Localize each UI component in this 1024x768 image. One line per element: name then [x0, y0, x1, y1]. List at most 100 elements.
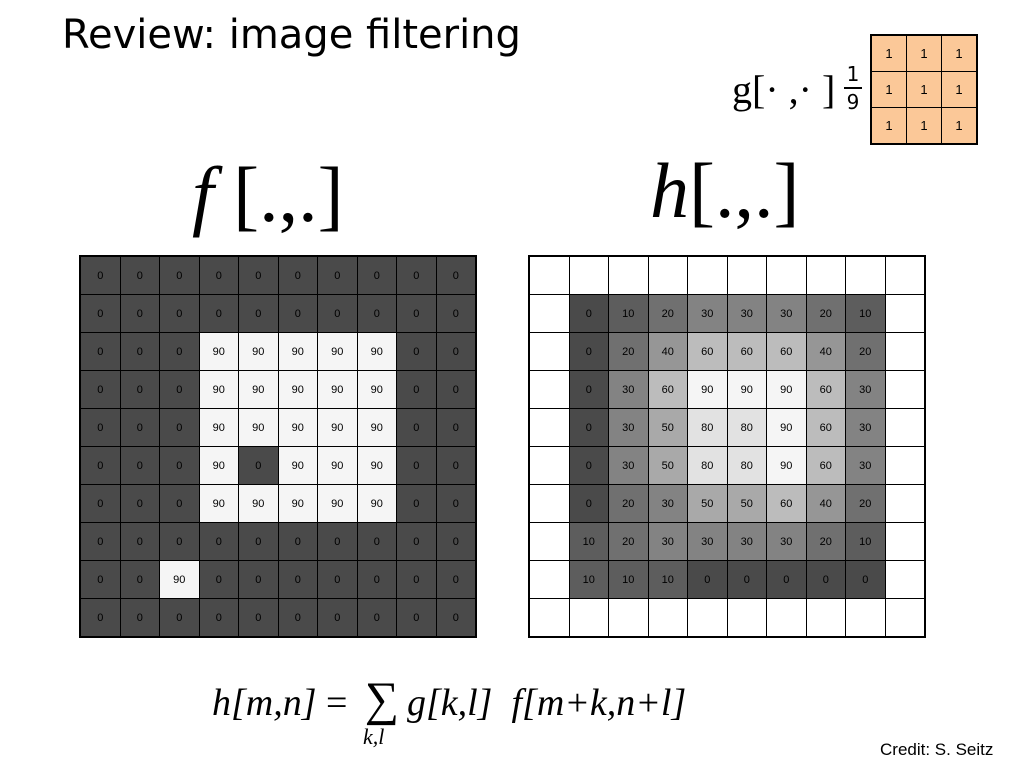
kernel-cell: 1 — [941, 34, 978, 72]
input-pixel-cell: 0 — [435, 560, 477, 599]
output-pixel-cell: 50 — [726, 484, 767, 523]
input-image-label: f [.,.] — [192, 150, 344, 240]
output-pixel-cell: 10 — [608, 560, 649, 599]
output-pixel-cell: 50 — [647, 446, 688, 485]
input-pixel-cell: 0 — [119, 560, 160, 599]
input-fn-args: [.,.] — [233, 151, 344, 238]
input-pixel-cell: 0 — [277, 294, 318, 333]
input-pixel-cell: 0 — [198, 522, 239, 561]
input-pixel-cell: 0 — [396, 598, 437, 638]
output-pixel-cell: 30 — [766, 522, 807, 561]
input-pixel-cell: 0 — [356, 294, 397, 333]
output-pixel-cell — [726, 255, 767, 295]
output-pixel-cell: 80 — [687, 446, 728, 485]
output-fn-name: h — [650, 147, 689, 234]
output-pixel-cell: 20 — [845, 484, 886, 523]
input-pixel-cell: 90 — [198, 484, 239, 523]
input-pixel-cell: 90 — [317, 446, 358, 485]
output-pixel-cell: 0 — [568, 332, 609, 371]
input-pixel-cell: 90 — [159, 560, 200, 599]
input-pixel-cell: 0 — [317, 255, 358, 295]
input-pixel-cell: 0 — [356, 522, 397, 561]
output-pixel-cell: 40 — [805, 332, 846, 371]
input-pixel-cell: 0 — [435, 370, 477, 409]
output-pixel-cell: 60 — [726, 332, 767, 371]
formula-f-term: f[m+k,n+l] — [511, 682, 687, 724]
output-pixel-cell: 60 — [766, 484, 807, 523]
kernel-cell: 1 — [870, 107, 907, 145]
input-pixel-cell: 0 — [277, 522, 318, 561]
input-pixel-cell: 0 — [119, 408, 160, 447]
input-pixel-cell: 0 — [79, 332, 121, 371]
kernel-cell: 1 — [906, 34, 942, 72]
output-pixel-cell: 20 — [647, 294, 688, 333]
output-pixel-cell — [528, 522, 570, 561]
output-pixel-cell — [528, 598, 570, 638]
output-pixel-cell: 30 — [687, 294, 728, 333]
output-pixel-cell: 50 — [647, 408, 688, 447]
output-pixel-cell: 10 — [608, 294, 649, 333]
output-pixel-cell: 90 — [687, 370, 728, 409]
output-pixel-cell: 30 — [845, 408, 886, 447]
kernel-fraction: 1 9 — [844, 62, 862, 114]
output-pixel-cell — [766, 598, 807, 638]
output-pixel-cell: 20 — [805, 522, 846, 561]
output-pixel-cell: 20 — [608, 522, 649, 561]
output-pixel-cell — [687, 598, 728, 638]
output-pixel-cell: 0 — [726, 560, 767, 599]
input-pixel-cell: 90 — [198, 332, 239, 371]
input-pixel-cell: 0 — [396, 484, 437, 523]
output-fn-args: [.,.] — [689, 147, 800, 234]
input-pixel-cell: 0 — [356, 560, 397, 599]
input-pixel-cell: 90 — [277, 484, 318, 523]
output-pixel-cell — [884, 446, 926, 485]
input-pixel-cell: 90 — [356, 332, 397, 371]
output-pixel-cell — [845, 598, 886, 638]
input-pixel-cell: 0 — [435, 332, 477, 371]
input-pixel-cell: 0 — [119, 484, 160, 523]
output-pixel-cell: 30 — [845, 446, 886, 485]
input-pixel-cell: 0 — [435, 522, 477, 561]
output-pixel-cell: 60 — [687, 332, 728, 371]
kernel-cell: 1 — [941, 107, 978, 145]
input-pixel-cell: 0 — [159, 446, 200, 485]
output-pixel-cell — [528, 294, 570, 333]
input-pixel-cell: 0 — [435, 446, 477, 485]
input-pixel-cell: 0 — [159, 408, 200, 447]
output-pixel-cell — [568, 255, 609, 295]
input-pixel-cell: 90 — [277, 446, 318, 485]
input-pixel-cell: 90 — [238, 408, 279, 447]
input-pixel-cell: 0 — [396, 294, 437, 333]
input-pixel-cell: 0 — [198, 560, 239, 599]
input-pixel-cell: 0 — [79, 446, 121, 485]
input-pixel-cell: 0 — [238, 522, 279, 561]
output-pixel-cell: 30 — [726, 294, 767, 333]
fraction-denominator: 9 — [846, 89, 860, 114]
input-pixel-cell: 90 — [277, 332, 318, 371]
output-pixel-cell: 20 — [608, 484, 649, 523]
input-pixel-cell: 0 — [435, 598, 477, 638]
output-pixel-row — [528, 598, 926, 638]
input-pixel-cell: 90 — [356, 408, 397, 447]
input-pixel-cell: 90 — [277, 370, 318, 409]
input-pixel-cell: 0 — [79, 294, 121, 333]
input-pixel-cell: 0 — [435, 294, 477, 333]
kernel-label: g[· ,· ] — [732, 67, 836, 112]
output-pixel-cell — [766, 255, 807, 295]
output-pixel-cell — [884, 332, 926, 371]
output-pixel-cell — [528, 255, 570, 295]
output-pixel-cell: 60 — [805, 408, 846, 447]
input-pixel-cell: 0 — [277, 255, 318, 295]
